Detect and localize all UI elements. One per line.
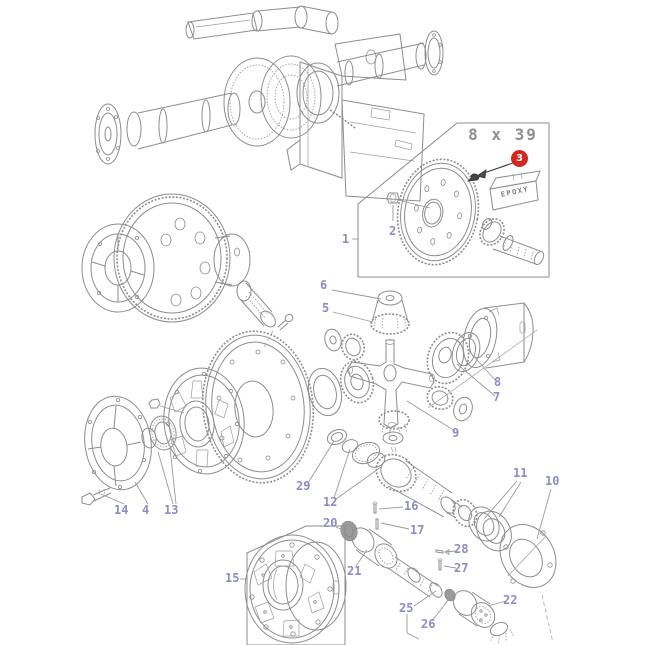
- callout-6: 6: [320, 278, 328, 292]
- callout-11: 11: [513, 466, 528, 480]
- callout-4: 4: [142, 503, 150, 517]
- callout-27: 27: [454, 561, 469, 575]
- callout-1: 1: [342, 232, 350, 246]
- callout-17: 17: [410, 523, 425, 537]
- callout-21: 21: [347, 564, 362, 578]
- callout-10: 10: [545, 474, 560, 488]
- callout-13: 13: [164, 503, 179, 517]
- leader-lines: [101, 290, 551, 639]
- callout-14: 14: [114, 503, 129, 517]
- callout-2: 2: [389, 224, 397, 238]
- callout-8: 8: [494, 375, 502, 389]
- callout-28: 28: [454, 542, 469, 556]
- callout-9: 9: [452, 426, 460, 440]
- callout-7: 7: [493, 390, 501, 404]
- callout-15: 15: [225, 571, 240, 585]
- pinion-shaft-exploded-drawing: [325, 427, 567, 644]
- gear-ratio-label: 8 x 39: [468, 125, 538, 144]
- callout-5: 5: [322, 301, 330, 315]
- callout-22: 22: [503, 593, 518, 607]
- callout-3-badge: 3: [511, 150, 528, 167]
- pinion-drawing: [475, 214, 546, 266]
- callout-29: 29: [296, 479, 311, 493]
- bolt-3: [468, 173, 480, 181]
- callout-26: 26: [421, 617, 436, 631]
- diff-case-inset-box: [245, 526, 346, 645]
- callout-25: 25: [399, 601, 414, 615]
- ring-gear-hub-drawing: [79, 313, 321, 505]
- callout-16: 16: [404, 499, 419, 513]
- callout-12: 12: [323, 495, 338, 509]
- axle-assembly-drawing: [95, 6, 443, 201]
- planetary-hub-drawing: [82, 194, 278, 330]
- differential-exploded-drawing: [304, 291, 537, 452]
- callout-20: 20: [323, 516, 338, 530]
- crown-wheel-inset-box: [352, 123, 549, 277]
- epoxy-pack: [490, 171, 540, 210]
